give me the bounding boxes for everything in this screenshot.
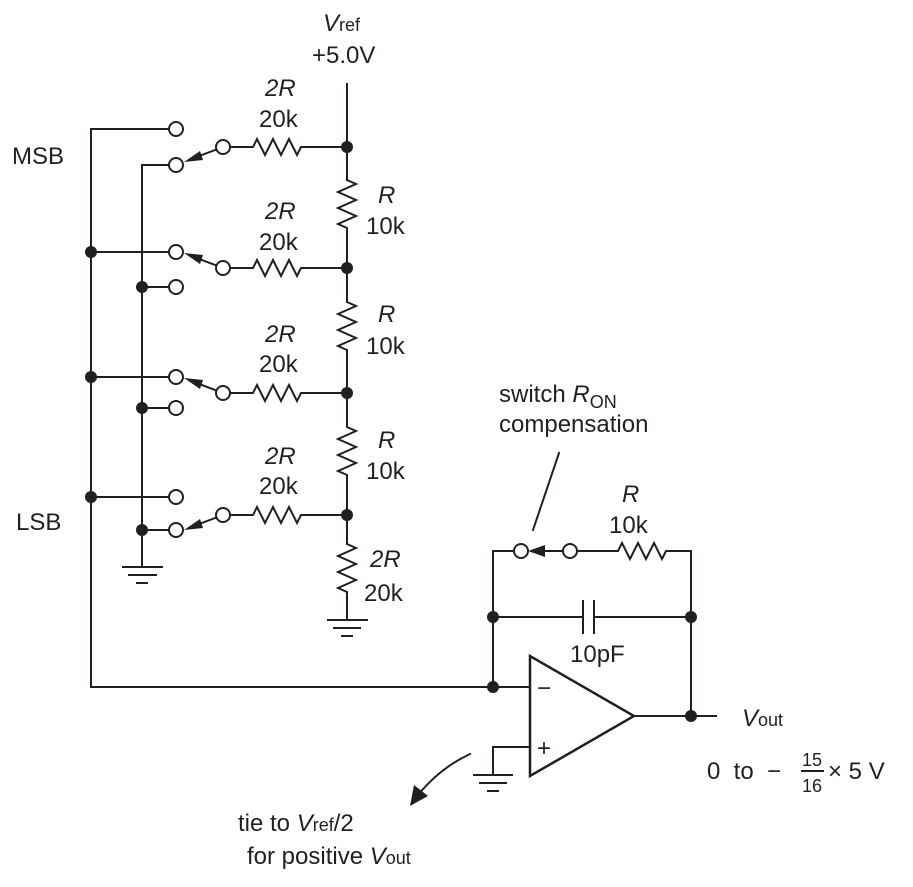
series-resistor-2: [335, 268, 359, 393]
feedback-node: [685, 611, 697, 623]
branch-resistor-3-name: 2R: [264, 321, 296, 348]
branch-resistor-1-name: 2R: [264, 75, 296, 102]
ground-node: [136, 402, 148, 414]
ron-compensation-switch[interactable]: [513, 543, 578, 559]
output-node: [685, 710, 697, 722]
ground-node: [136, 281, 148, 293]
inverting-input-sign: −: [537, 675, 551, 702]
branch-resistor-4-value: 20k: [259, 473, 299, 500]
ground-node: [136, 524, 148, 536]
series-resistor-3-name: R: [378, 427, 395, 454]
branch-resistor-4-name: 2R: [264, 443, 296, 470]
branch-resistor-1: [229, 136, 347, 158]
feedback-capacitor: [492, 600, 692, 634]
branch-resistor-2-name: 2R: [264, 198, 296, 225]
branch-resistor-3: [229, 382, 347, 404]
output-range-suffix: × 5 V: [828, 758, 885, 785]
summing-bus: [90, 128, 494, 688]
branch-resistor-1-value: 20k: [259, 106, 299, 133]
feedback-node: [487, 611, 499, 623]
note-arrowhead: [410, 785, 428, 806]
note-line1: tie to Vref/2: [238, 810, 354, 837]
ground-icon: [473, 774, 513, 792]
series-resistor-1-value: 10k: [366, 213, 406, 240]
series-resistor-1-name: R: [378, 182, 395, 209]
series-resistor-2-name: R: [378, 301, 395, 328]
series-resistor-3-value: 10k: [366, 458, 406, 485]
feedback-resistor-name: R: [622, 481, 639, 508]
feedback-left-wire: [492, 550, 515, 688]
branch-resistor-2: [229, 257, 347, 279]
ground-icon: [122, 566, 163, 584]
switch-lsb[interactable]: [168, 489, 231, 538]
opamp: [492, 653, 717, 779]
summing-node: [85, 491, 97, 503]
annotation-pointer: [531, 451, 561, 532]
output-range-prefix: 0 to −: [707, 758, 781, 785]
note-line2: for positive Vout: [247, 843, 411, 870]
vref-label: Vref: [323, 10, 361, 37]
feedback-resistor-value: 10k: [609, 512, 649, 539]
lsb-label: LSB: [16, 509, 61, 536]
feedback-resistor: [577, 540, 692, 716]
termination-resistor: [335, 515, 359, 620]
vout-label: Vout: [742, 705, 783, 732]
capacitor-value: 10pF: [570, 641, 625, 668]
switch-msb[interactable]: [168, 121, 231, 173]
ron-annotation-line2: compensation: [499, 411, 648, 438]
switch-bit-3[interactable]: [168, 369, 231, 416]
note-arrow: [416, 752, 472, 797]
series-resistor-3: [335, 393, 359, 515]
output-range: 0 to − 15 16 × 5 V: [707, 750, 885, 796]
ground-icon: [327, 619, 368, 637]
vref-voltage: +5.0V: [312, 42, 375, 69]
switch-bit-2[interactable]: [168, 244, 231, 295]
branch-resistor-2-value: 20k: [259, 229, 299, 256]
ron-annotation-line1: switch RON: [499, 381, 617, 412]
termination-resistor-value: 20k: [364, 580, 404, 607]
termination-resistor-name: 2R: [369, 546, 401, 573]
ground-bus: [141, 164, 176, 568]
series-resistor-2-value: 10k: [366, 333, 406, 360]
summing-node: [85, 371, 97, 383]
series-resistor-1: [335, 147, 359, 268]
branch-resistor-4: [229, 504, 347, 526]
summing-node: [85, 246, 97, 258]
msb-label: MSB: [12, 143, 64, 170]
noninverting-input-sign: +: [537, 735, 551, 762]
output-fraction-denominator: 16: [802, 776, 822, 796]
branch-resistor-3-value: 20k: [259, 351, 299, 378]
output-fraction-numerator: 15: [802, 750, 822, 770]
